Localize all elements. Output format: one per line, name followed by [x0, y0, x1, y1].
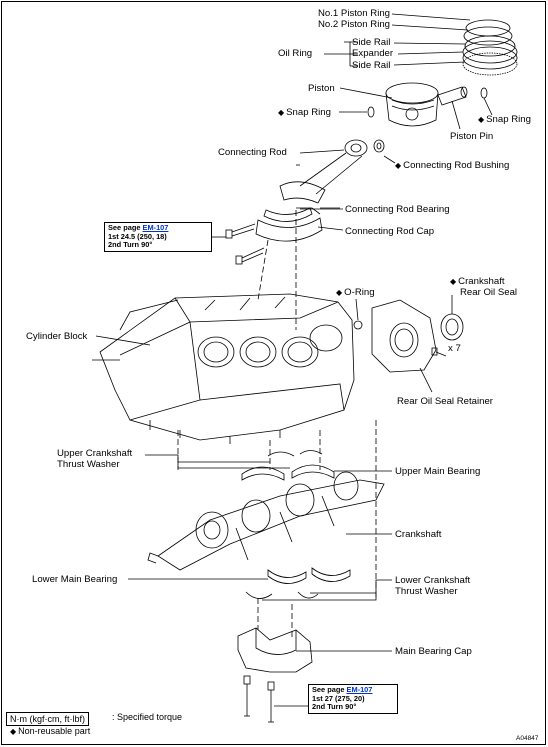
nonreusable-marker: ◆ — [478, 115, 485, 124]
label-snap-ring-right: ◆Snap Ring — [478, 114, 531, 125]
label-lower-thrust-washer-2: Thrust Washer — [395, 586, 458, 597]
legend-torque-desc: : Specified torque — [112, 712, 183, 722]
legend-nonreusable: ◆Non-reusable part — [10, 726, 91, 736]
label-main-bearing-cap: Main Bearing Cap — [395, 646, 472, 657]
nonreusable-marker: ◆ — [395, 161, 402, 170]
label-connecting-rod-cap: Connecting Rod Cap — [345, 226, 435, 237]
label-crankshaft: Crankshaft — [395, 529, 442, 540]
label-no1-piston-ring: No.1 Piston Ring — [318, 8, 390, 19]
label-side-rail-bottom: Side Rail — [352, 60, 391, 71]
label-upper-thrust-washer-2: Thrust Washer — [57, 459, 120, 470]
torque-spec-connecting-rod: See page EM-107 1st 24.5 (250, 18) 2nd T… — [104, 222, 212, 252]
label-snap-ring-left: ◆Snap Ring — [278, 107, 331, 118]
rear-oil-seal-retainer-drawing — [371, 299, 437, 373]
label-cylinder-block: Cylinder Block — [26, 331, 88, 342]
label-side-rail-top: Side Rail — [352, 37, 391, 48]
label-o-ring: ◆O-Ring — [336, 287, 375, 298]
label-upper-thrust-washer-1: Upper Crankshaft — [57, 448, 133, 459]
link-em-107-upper[interactable]: EM-107 — [142, 223, 169, 232]
label-connecting-rod-bushing: ◆Connecting Rod Bushing — [395, 160, 510, 171]
main-bearing-cap-drawing — [237, 627, 313, 673]
crankshaft-drawing — [147, 471, 385, 571]
label-oil-ring: Oil Ring — [278, 48, 313, 59]
piston-pin-drawing — [437, 86, 468, 106]
label-connecting-rod: Connecting Rod — [218, 147, 287, 158]
piston-ring-stack — [462, 19, 518, 76]
cylinder-block-drawing — [99, 293, 355, 444]
nonreusable-marker: ◆ — [336, 288, 343, 297]
figure-id: A04847 — [516, 735, 539, 742]
connecting-rod-drawing — [279, 139, 368, 204]
label-no2-piston-ring: No.2 Piston Ring — [318, 19, 390, 30]
nonreusable-marker: ◆ — [450, 277, 457, 286]
label-rear-oil-seal-retainer: Rear Oil Seal Retainer — [397, 396, 493, 407]
label-lower-main-bearing: Lower Main Bearing — [32, 574, 118, 585]
label-piston: Piston — [308, 83, 335, 94]
piston-drawing — [385, 82, 439, 127]
torque-spec-main-bearing-cap: See page EM-107 1st 27 (275, 20) 2nd Tur… — [308, 684, 398, 714]
legend-torque-unit: N·m (kgf·cm, ft·lbf) — [6, 712, 89, 726]
label-crankshaft-rear-oil-seal-2: Rear Oil Seal — [460, 287, 518, 298]
label-connecting-rod-bearing: Connecting Rod Bearing — [345, 204, 450, 215]
label-expander: Expander — [352, 48, 394, 59]
label-piston-pin: Piston Pin — [450, 131, 494, 142]
label-upper-main-bearing: Upper Main Bearing — [395, 466, 481, 477]
link-em-107-lower[interactable]: EM-107 — [346, 685, 373, 694]
nonreusable-marker: ◆ — [278, 108, 285, 117]
nonreusable-marker: ◆ — [10, 727, 17, 736]
label-lower-thrust-washer-1: Lower Crankshaft — [395, 575, 471, 586]
label-crankshaft-rear-oil-seal-1: ◆Crankshaft — [450, 276, 505, 287]
label-bolt-count: x 7 — [448, 343, 461, 354]
